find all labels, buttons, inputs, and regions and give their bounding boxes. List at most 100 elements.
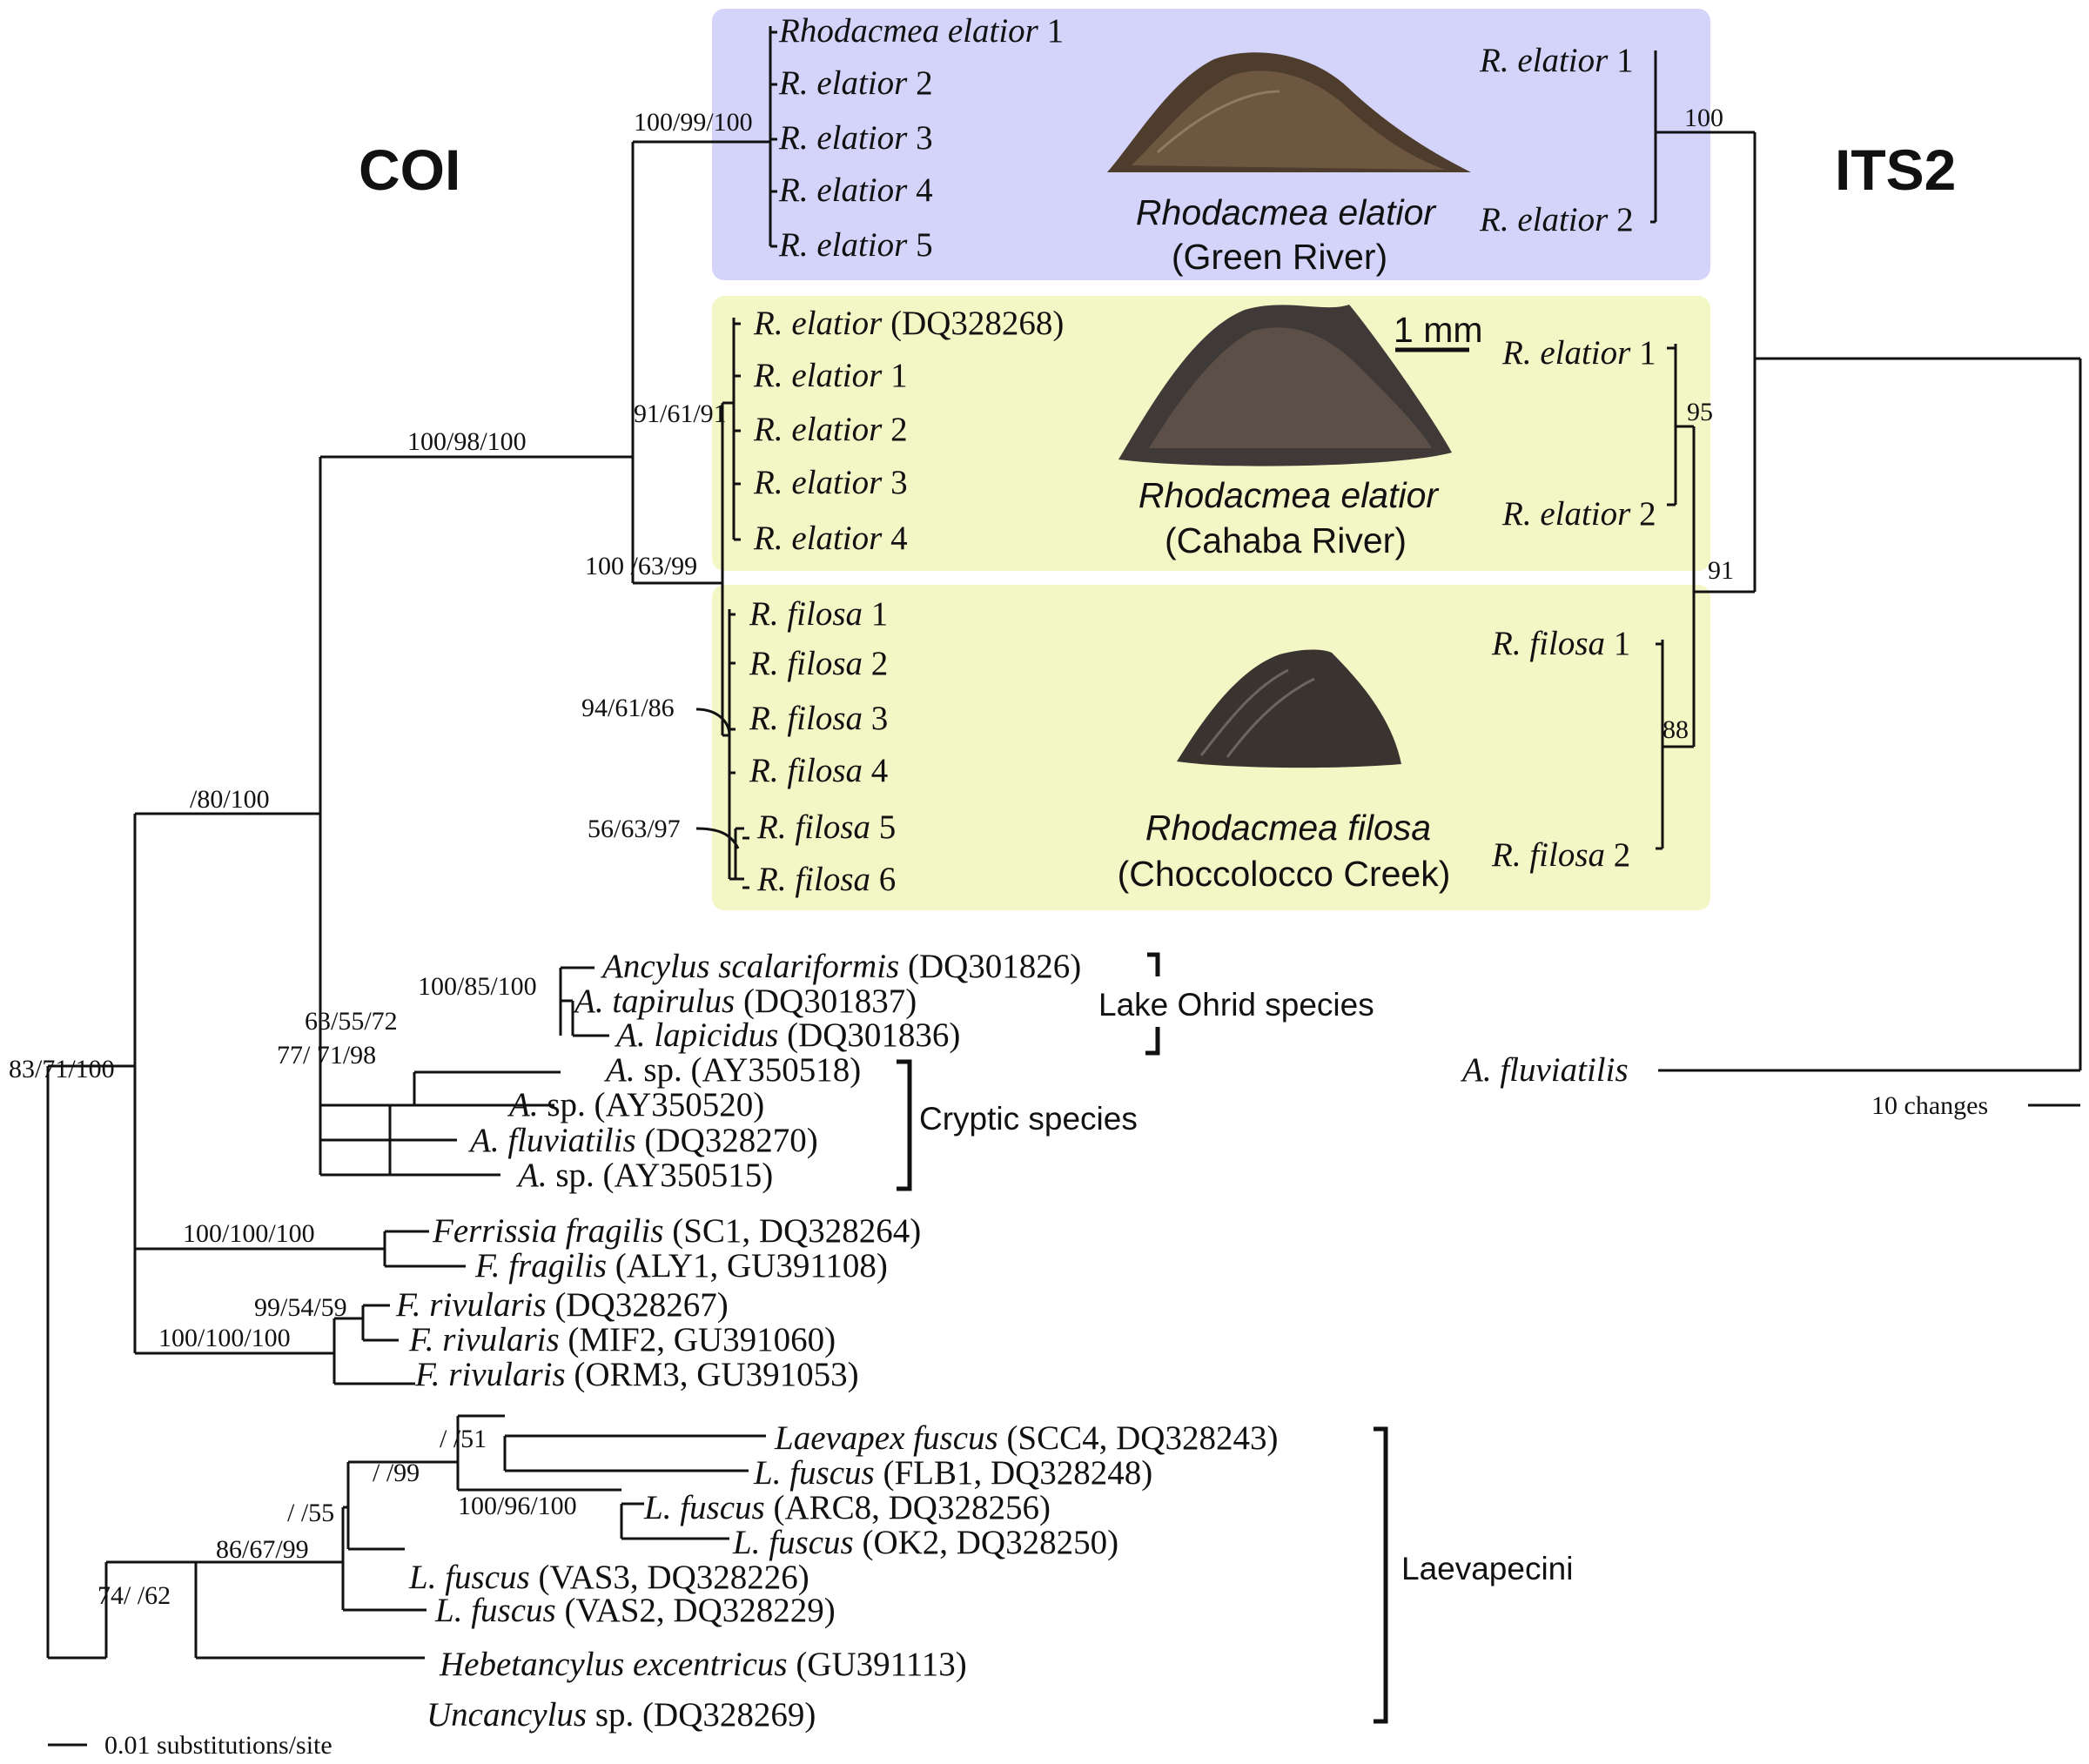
shell-photo-green-river (1107, 52, 1471, 173)
coi-taxon-label: F. rivularis (DQ328267) (395, 1286, 729, 1324)
coi-taxon-label: L. fuscus (VAS2, DQ328229) (434, 1592, 836, 1629)
coi-taxon-label-rest: (SC1, DQ328264) (663, 1212, 921, 1250)
coi-taxon-label-italic: R. filosa (756, 808, 870, 846)
coi-support-value: 83/71/100 (9, 1055, 115, 1083)
coi-taxon-label-italic: Ferrissia fragilis (432, 1212, 663, 1250)
coi-taxon-label-italic: R. elatior (753, 305, 883, 342)
its2-taxon-label: R. filosa 1 (1491, 625, 1630, 662)
its2-taxon-label-rest: 2 (1605, 836, 1630, 874)
coi-taxon-label: F. rivularis (MIF2, GU391060) (408, 1321, 836, 1358)
coi-taxon-label: R. filosa 6 (756, 861, 896, 898)
coi-taxon-label-italic: R. elatior (753, 464, 883, 501)
coi-support-value: /80/100 (190, 785, 270, 814)
coi-taxon-label-rest: (GU391113) (788, 1646, 967, 1683)
coi-taxon-label: R. filosa 1 (749, 595, 888, 633)
coi-taxon-label: R. elatior 3 (778, 119, 933, 157)
coi-support-value: 99/54/59 (254, 1293, 347, 1322)
its2-taxon-label-italic: R. elatior (1479, 201, 1609, 238)
coi-taxon-label: R. filosa 5 (756, 808, 896, 846)
its2-taxon-labels: R. elatior 1R. elatior 2R. elatior 1R. e… (1460, 42, 1656, 1089)
its2-taxon-label: R. elatior 2 (1479, 201, 1634, 238)
coi-taxon-label-italic: R. filosa (749, 595, 863, 633)
coi-support-value: 100/99/100 (634, 108, 753, 137)
coi-taxon-label-italic: F. rivularis (414, 1356, 566, 1393)
its2-taxon-label-italic: R. elatior (1479, 42, 1609, 79)
coi-taxon-label: L. fuscus (FLB1, DQ328248) (753, 1454, 1152, 1492)
coi-taxon-label-rest: (ARC8, DQ328256) (765, 1489, 1051, 1526)
cryptic-bracket (897, 1059, 912, 1191)
support-arrow-56 (695, 827, 740, 849)
its2-support-value: 91 (1708, 556, 1734, 585)
its2-taxon-label-rest: 1 (1605, 625, 1630, 662)
coi-taxon-label-italic: R. filosa (749, 752, 863, 789)
coi-taxon-label: R. elatior 5 (778, 226, 933, 264)
coi-support-value: 94/61/86 (581, 694, 675, 722)
coi-taxon-label-italic: L. fuscus (408, 1559, 530, 1596)
coi-taxon-label: A. sp. (AY350520) (507, 1086, 764, 1123)
its2-taxon-label-rest: 2 (1608, 201, 1633, 238)
its2-taxon-label: A. fluviatilis (1460, 1051, 1629, 1089)
support-arrow-94 (695, 708, 731, 736)
coi-taxon-label-rest: 5 (907, 226, 932, 264)
its2-support-value: 100 (1684, 104, 1723, 132)
coi-taxon-label: R. elatior 1 (753, 357, 908, 394)
caption-green-loc: (Green River) (1172, 237, 1387, 277)
coi-taxon-label-italic: L. fuscus (643, 1489, 765, 1526)
coi-taxon-label-italic: F. fragilis (474, 1247, 607, 1284)
coi-taxon-label-rest: (VAS3, DQ328226) (530, 1559, 809, 1596)
coi-taxon-label-rest: 1 (863, 595, 888, 633)
coi-taxon-label-italic: A. (515, 1157, 547, 1194)
coi-taxon-label-italic: R. elatior (778, 119, 908, 157)
coi-taxon-label: Ferrissia fragilis (SC1, DQ328264) (432, 1212, 921, 1250)
its2-taxon-label-rest: 2 (1630, 495, 1656, 533)
ohrid-label: Lake Ohrid species (1098, 987, 1374, 1023)
coi-taxon-label: L. fuscus (VAS3, DQ328226) (408, 1559, 809, 1596)
coi-taxon-label-italic: Rhodacmea elatior (778, 12, 1039, 50)
coi-heading: COI (359, 137, 460, 202)
caption-filosa-loc: (Choccolocco Creek) (1118, 854, 1451, 894)
coi-taxon-label-rest: (VAS2, DQ328229) (556, 1592, 836, 1629)
laevapecini-label: Laevapecini (1401, 1551, 1573, 1586)
coi-taxon-label-italic: A. fluviatilis (467, 1122, 636, 1159)
its2-tree-branches (1650, 50, 2082, 1072)
coi-taxon-label: A. tapirulus (DQ301837) (572, 983, 917, 1020)
its2-taxon-label: R. filosa 2 (1491, 836, 1630, 874)
coi-support-value: / /99 (373, 1459, 420, 1487)
coi-taxon-label-italic: A. (507, 1086, 539, 1123)
its2-support-value: 88 (1662, 715, 1689, 744)
coi-support-value: 74/ /62 (97, 1581, 171, 1610)
coi-taxon-label: R. filosa 2 (749, 645, 888, 682)
photo-scale-label: 1 mm (1394, 310, 1483, 350)
coi-support-value: 91/61/91 (634, 399, 727, 428)
coi-taxon-labels: Rhodacmea elatior 1 R. elatior 2 R. elatio… (395, 12, 1278, 1734)
shell-photo-cahaba-river (1118, 305, 1452, 466)
coi-taxon-label: R. filosa 3 (749, 700, 888, 737)
coi-taxon-label-rest: 3 (863, 700, 888, 737)
coi-taxon-label: R. elatior (DQ328268) (753, 305, 1064, 342)
coi-taxon-label-italic: A. (603, 1051, 635, 1089)
coi-taxon-label-rest: 2 (863, 645, 888, 682)
coi-support-value: 86/67/99 (216, 1535, 309, 1564)
coi-taxon-label: Uncancylus sp. (DQ328269) (427, 1696, 816, 1734)
coi-taxon-label-rest: sp. (AY350518) (635, 1051, 862, 1089)
coi-taxon-label: Ancylus scalariformis (DQ301826) (600, 948, 1081, 985)
coi-taxon-label-rest: (SCC4, DQ328243) (998, 1419, 1279, 1457)
its2-taxon-label-rest: 1 (1608, 42, 1633, 79)
its2-heading: ITS2 (1835, 137, 1956, 202)
coi-taxon-label-italic: L. fuscus (732, 1524, 854, 1561)
coi-taxon-label: R. elatior 2 (778, 64, 933, 102)
its2-scale-label: 10 changes (1871, 1091, 1988, 1120)
caption-green-name: Rhodacmea elatior (1136, 192, 1437, 232)
shell-photo-filosa (1177, 649, 1401, 768)
coi-taxon-label-rest: 1 (1038, 12, 1064, 50)
coi-tree-branches (46, 26, 777, 1660)
coi-taxon-label-rest: sp. (AY350520) (539, 1086, 765, 1123)
coi-taxon-label: Laevapex fuscus (SCC4, DQ328243) (774, 1419, 1278, 1457)
its2-taxon-label: R. elatior 1 (1479, 42, 1634, 79)
coi-support-value: 100 /63/99 (585, 552, 697, 580)
coi-taxon-label-rest: 4 (907, 171, 932, 209)
coi-taxon-label-italic: R. filosa (749, 700, 863, 737)
coi-taxon-label-rest: (DQ301837) (735, 983, 917, 1020)
coi-taxon-label-rest: 4 (863, 752, 888, 789)
coi-taxon-label-italic: F. rivularis (408, 1321, 560, 1358)
